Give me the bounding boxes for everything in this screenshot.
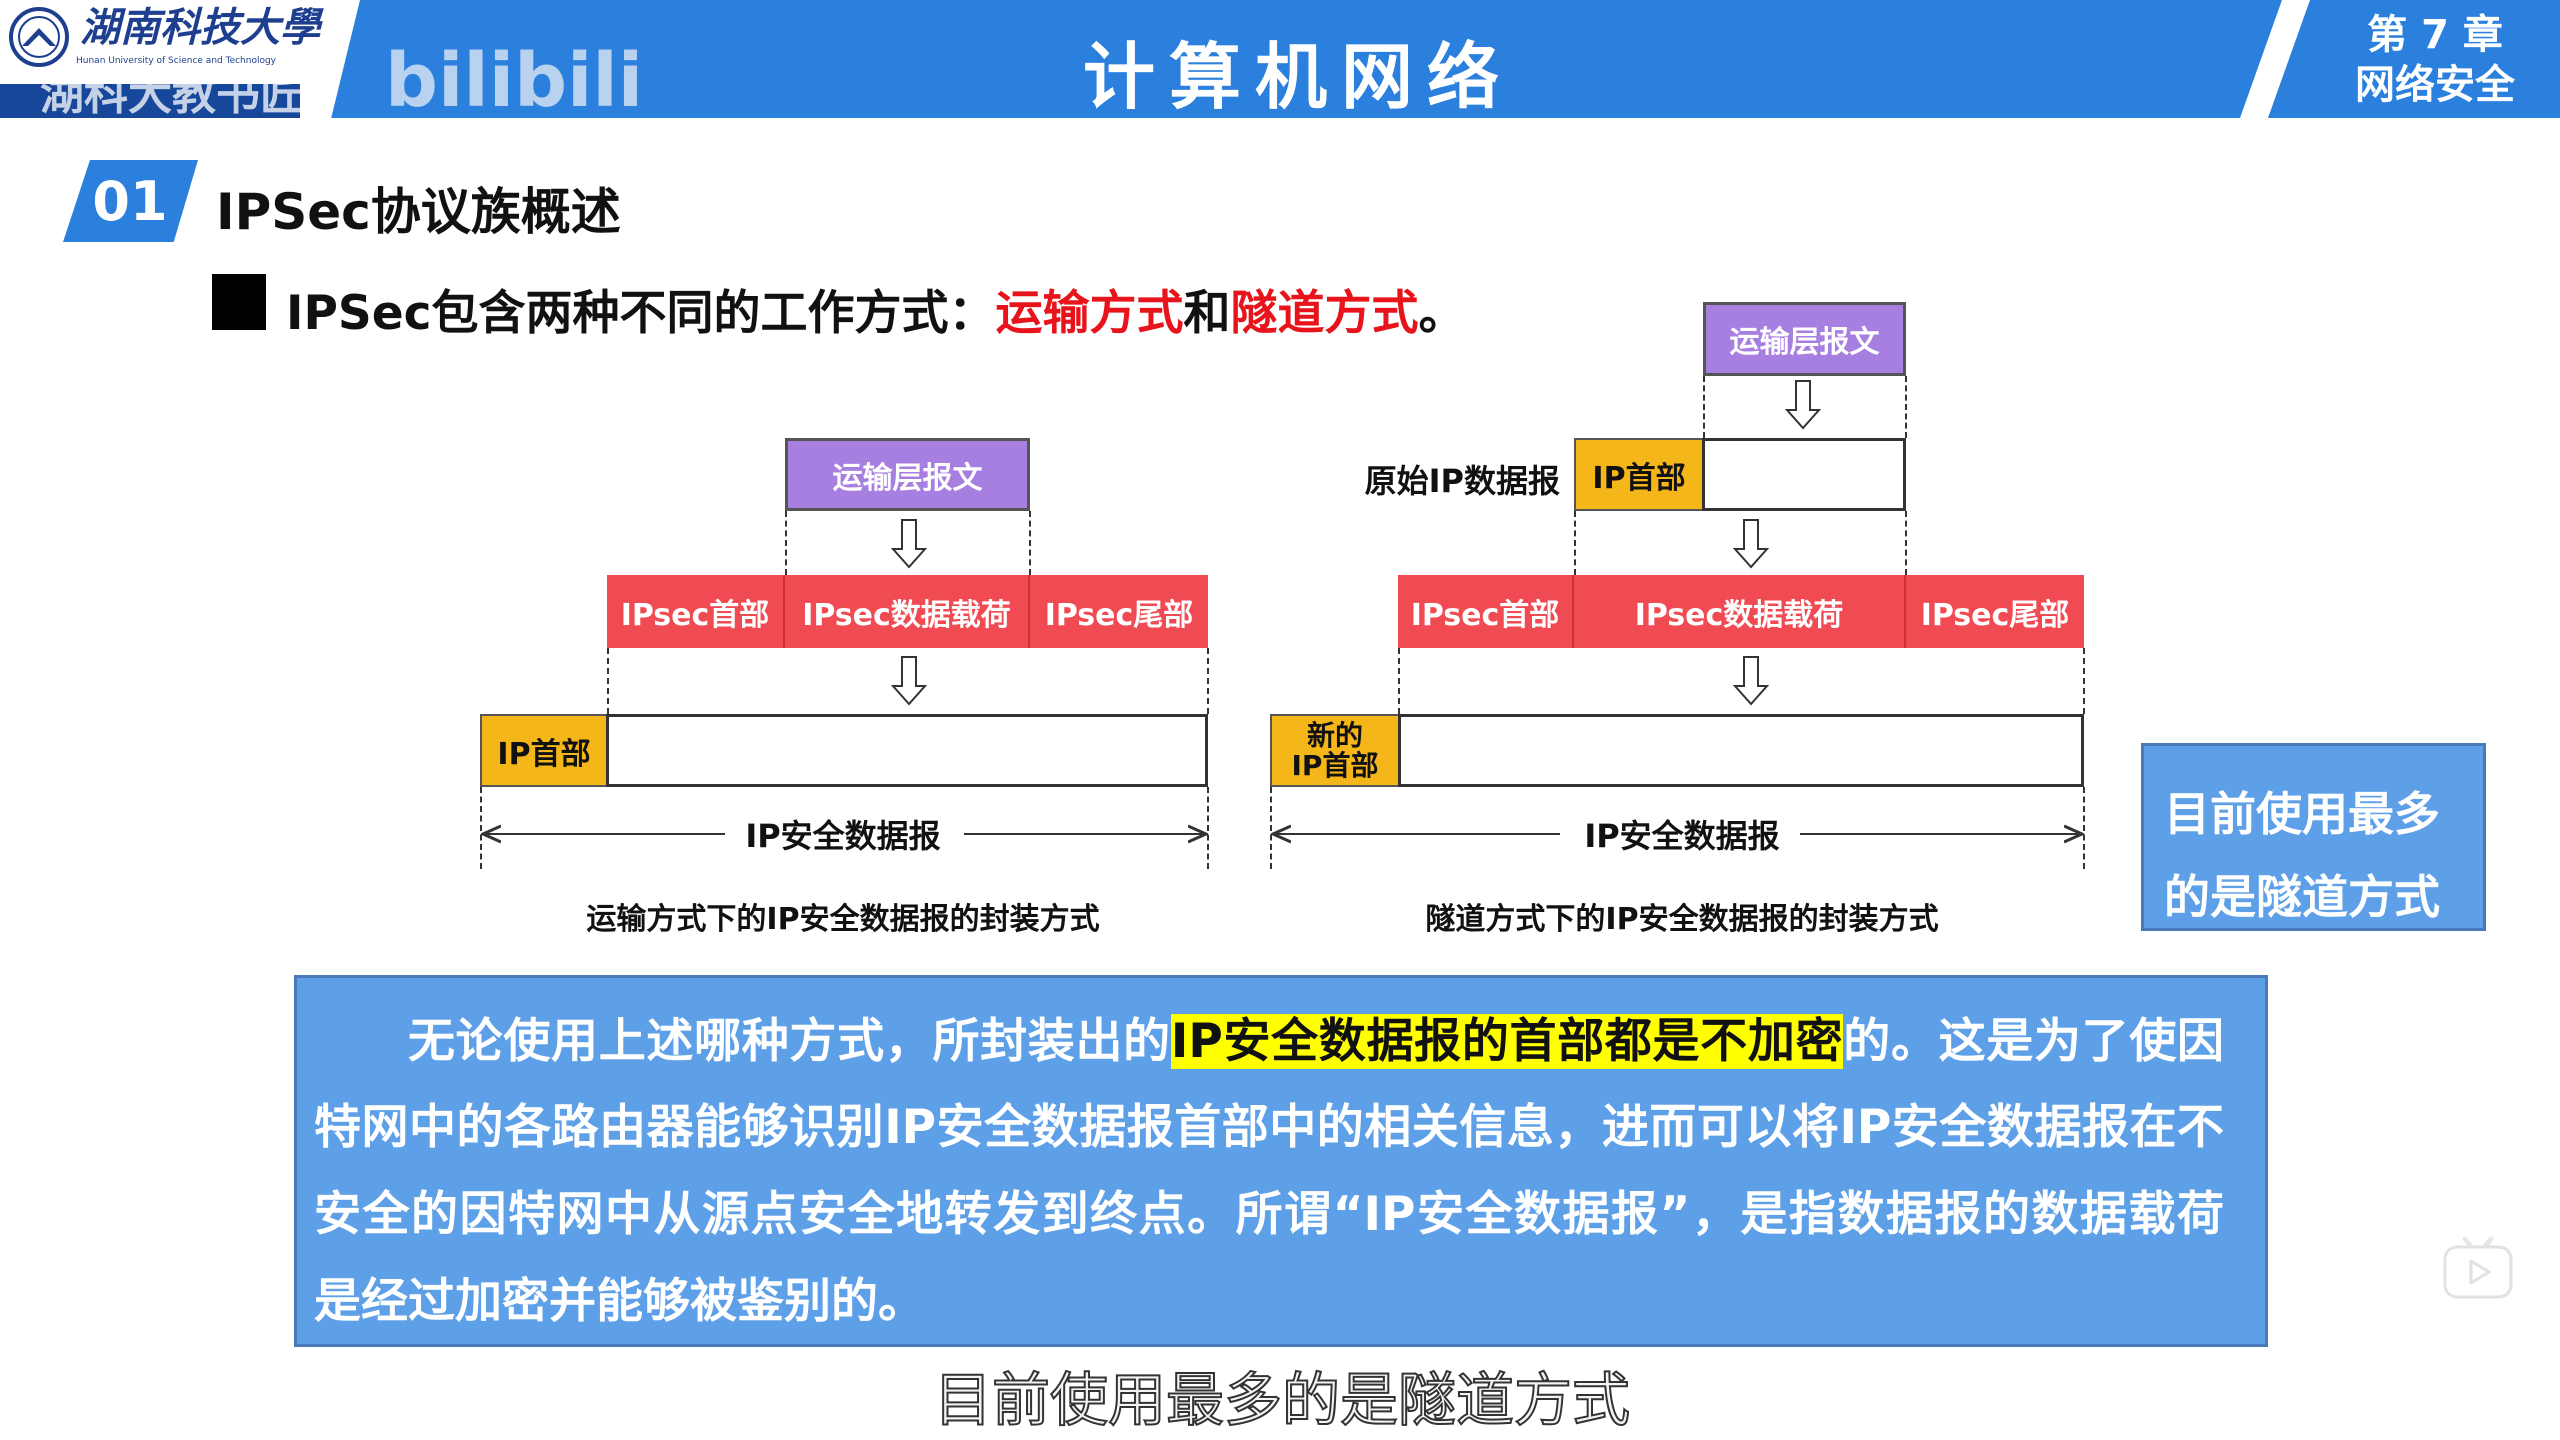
dashed-guide (1207, 787, 1209, 869)
paragraph-line-1: 无论使用上述哪种方式，所封装出的IP安全数据报的首部都是不加密的。这是为了使因 (408, 1012, 2224, 1072)
ip-header-box: IP首部 (480, 714, 608, 787)
ipsec-payload-box: IPsec数据载荷 (1574, 575, 1906, 648)
diagram-caption: 运输方式下的IP安全数据报的封装方式 (586, 902, 1100, 937)
bilibili-tv-icon[interactable] (2443, 1233, 2513, 1301)
dashed-guide (1207, 648, 1209, 714)
down-arrow-icon (1733, 656, 1769, 706)
ipsec-trailer-box: IPsec尾部 (1906, 575, 2084, 648)
ipsec-header-box: IPsec首部 (607, 575, 785, 648)
diagram-caption: 隧道方式下的IP安全数据报的封装方式 (1425, 902, 1939, 937)
slide-header (0, 0, 2560, 118)
ipsec-payload-box: IPsec数据载荷 (785, 575, 1030, 648)
span-arrow-icon (480, 824, 1209, 844)
ipsec-trailer-box: IPsec尾部 (1030, 575, 1208, 648)
original-payload-box (1702, 438, 1906, 511)
section-title: IPSec协议族概述 (216, 183, 621, 241)
datagram-label: IP安全数据报 (745, 817, 941, 855)
original-datagram-label: 原始IP数据报 (1364, 462, 1560, 500)
ip-header-box: IP首部 (1574, 438, 1704, 511)
transport-mode-term: 运输方式 (995, 286, 1184, 341)
bullet-prefix: IPSec包含两种不同的工作方式： (286, 286, 996, 341)
down-arrow-icon (891, 656, 927, 706)
chapter-number: 第 7 章 (2367, 12, 2503, 58)
down-arrow-icon (1785, 380, 1821, 430)
highlighted-text: IP安全数据报的首部都是不加密 (1170, 1014, 1844, 1069)
section-number: 01 (92, 170, 168, 233)
down-arrow-icon (1733, 519, 1769, 569)
dashed-guide (1398, 648, 1400, 714)
note-line1: 目前使用最多 (2164, 787, 2440, 841)
university-emblem-icon (9, 7, 69, 67)
new-ip-header-line1: 新的 (1306, 718, 1363, 752)
bullet-and: 和 (1183, 286, 1231, 341)
transport-segment-box: 运输层报文 (1703, 302, 1906, 376)
paragraph-line-2: 特网中的各路由器能够识别IP安全数据报首部中的相关信息，进而可以将IP安全数据报… (314, 1100, 2224, 1155)
university-name-en: Hunan University of Science and Technolo… (76, 56, 277, 66)
watermark-channel: 湖科大教书匠 (40, 69, 304, 120)
dashed-guide (1029, 511, 1031, 575)
university-logo-area: 湖南科技大學 Hunan University of Science and T… (0, 0, 360, 118)
video-subtitle: 目前使用最多的是隧道方式 (933, 1365, 1631, 1435)
note-line2: 的是隧道方式 (2164, 870, 2440, 924)
tunnel-mode-term: 隧道方式 (1230, 286, 1419, 341)
note-box: 目前使用最多 的是隧道方式 (2141, 743, 2486, 931)
bullet-suffix: 。 (1418, 286, 1466, 341)
section-badge (63, 160, 198, 242)
dashed-guide (1703, 376, 1705, 438)
motto-banner (0, 84, 300, 118)
bullet-square-icon (212, 274, 266, 330)
watermark-bilibili: bilibili (385, 38, 644, 124)
dashed-guide (2083, 787, 2085, 869)
dashed-guide (1905, 511, 1907, 575)
university-name-cn: 湖南科技大學 (80, 4, 320, 51)
dashed-guide (1574, 511, 1576, 575)
down-arrow-icon (891, 519, 927, 569)
span-arrow-icon (1270, 824, 2085, 844)
bullet-text: IPSec包含两种不同的工作方式：运输方式和隧道方式。 (286, 274, 1466, 343)
new-ip-header-line2: IP首部 (1291, 748, 1379, 782)
chapter-name: 网络安全 (2355, 62, 2515, 108)
paragraph-text: 无论使用上述哪种方式，所封装出的 (408, 1014, 1171, 1069)
dashed-guide (607, 648, 609, 714)
paragraph-text: 的。这是为了使因 (1843, 1014, 2225, 1069)
paragraph-line-4: 是经过加密并能够被鉴别的。 (314, 1274, 925, 1329)
dashed-guide (1905, 376, 1907, 438)
tunnel-payload-box (1398, 714, 2084, 787)
ip-payload-box (606, 714, 1208, 787)
dashed-guide (785, 511, 787, 575)
ipsec-header-box: IPsec首部 (1398, 575, 1574, 648)
transport-segment-box: 运输层报文 (785, 438, 1030, 511)
paragraph-line-3: 安全的因特网中从源点安全地转发到终点。所谓“IP安全数据报”，是指数据报的数据载… (314, 1187, 2224, 1242)
datagram-label: IP安全数据报 (1584, 817, 1780, 855)
course-title: 计算机网络 (1082, 35, 1514, 119)
dashed-guide (2083, 648, 2085, 714)
